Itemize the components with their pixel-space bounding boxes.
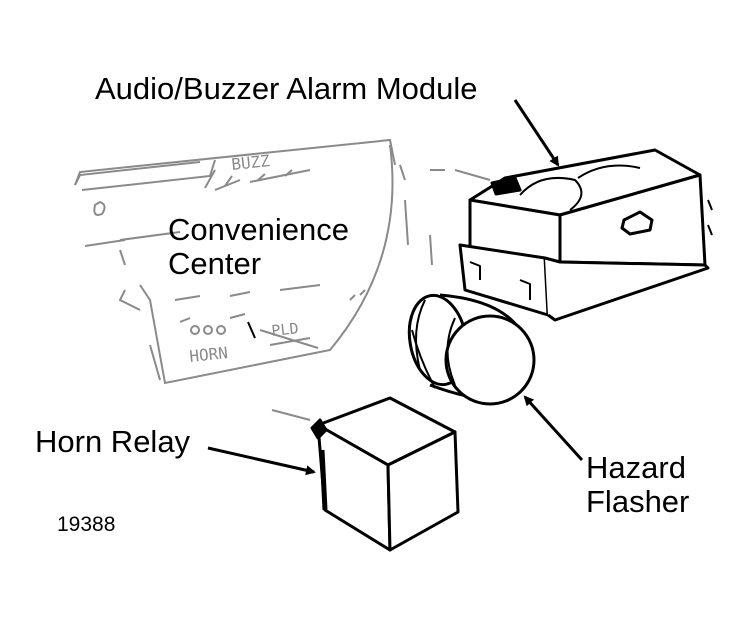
relay-mount-line: [271, 409, 311, 421]
convenience-center-panel: [74, 138, 491, 385]
hazard-flasher-arrow: [523, 395, 584, 462]
leader-arrows: [207, 99, 584, 476]
convenience-center-label-line1: Convenience: [168, 212, 349, 247]
alarm-module: [458, 148, 713, 322]
convenience-center-label-line2: Center: [168, 246, 262, 281]
horn-relay: [310, 396, 460, 552]
hazard-flasher-label-line1: Hazard: [586, 450, 686, 485]
panel-buzzer-marking: BUZZ: [230, 151, 271, 174]
panel-fuse-circles: [179, 313, 246, 335]
hazard-flasher: [407, 293, 536, 406]
convenience-center-leader: [247, 321, 256, 339]
horn-relay-arrow: [207, 446, 316, 476]
figure-number: 19388: [57, 513, 116, 536]
alarm-module-arrow: [513, 99, 560, 167]
horn-relay-label: Horn Relay: [35, 424, 191, 459]
hazard-flasher-label-line2: Flasher: [586, 484, 690, 519]
panel-horn-marking: HORN: [188, 343, 228, 366]
panel-pld-marking: PLD: [271, 319, 300, 340]
alarm-module-label: Audio/Buzzer Alarm Module: [95, 71, 478, 106]
